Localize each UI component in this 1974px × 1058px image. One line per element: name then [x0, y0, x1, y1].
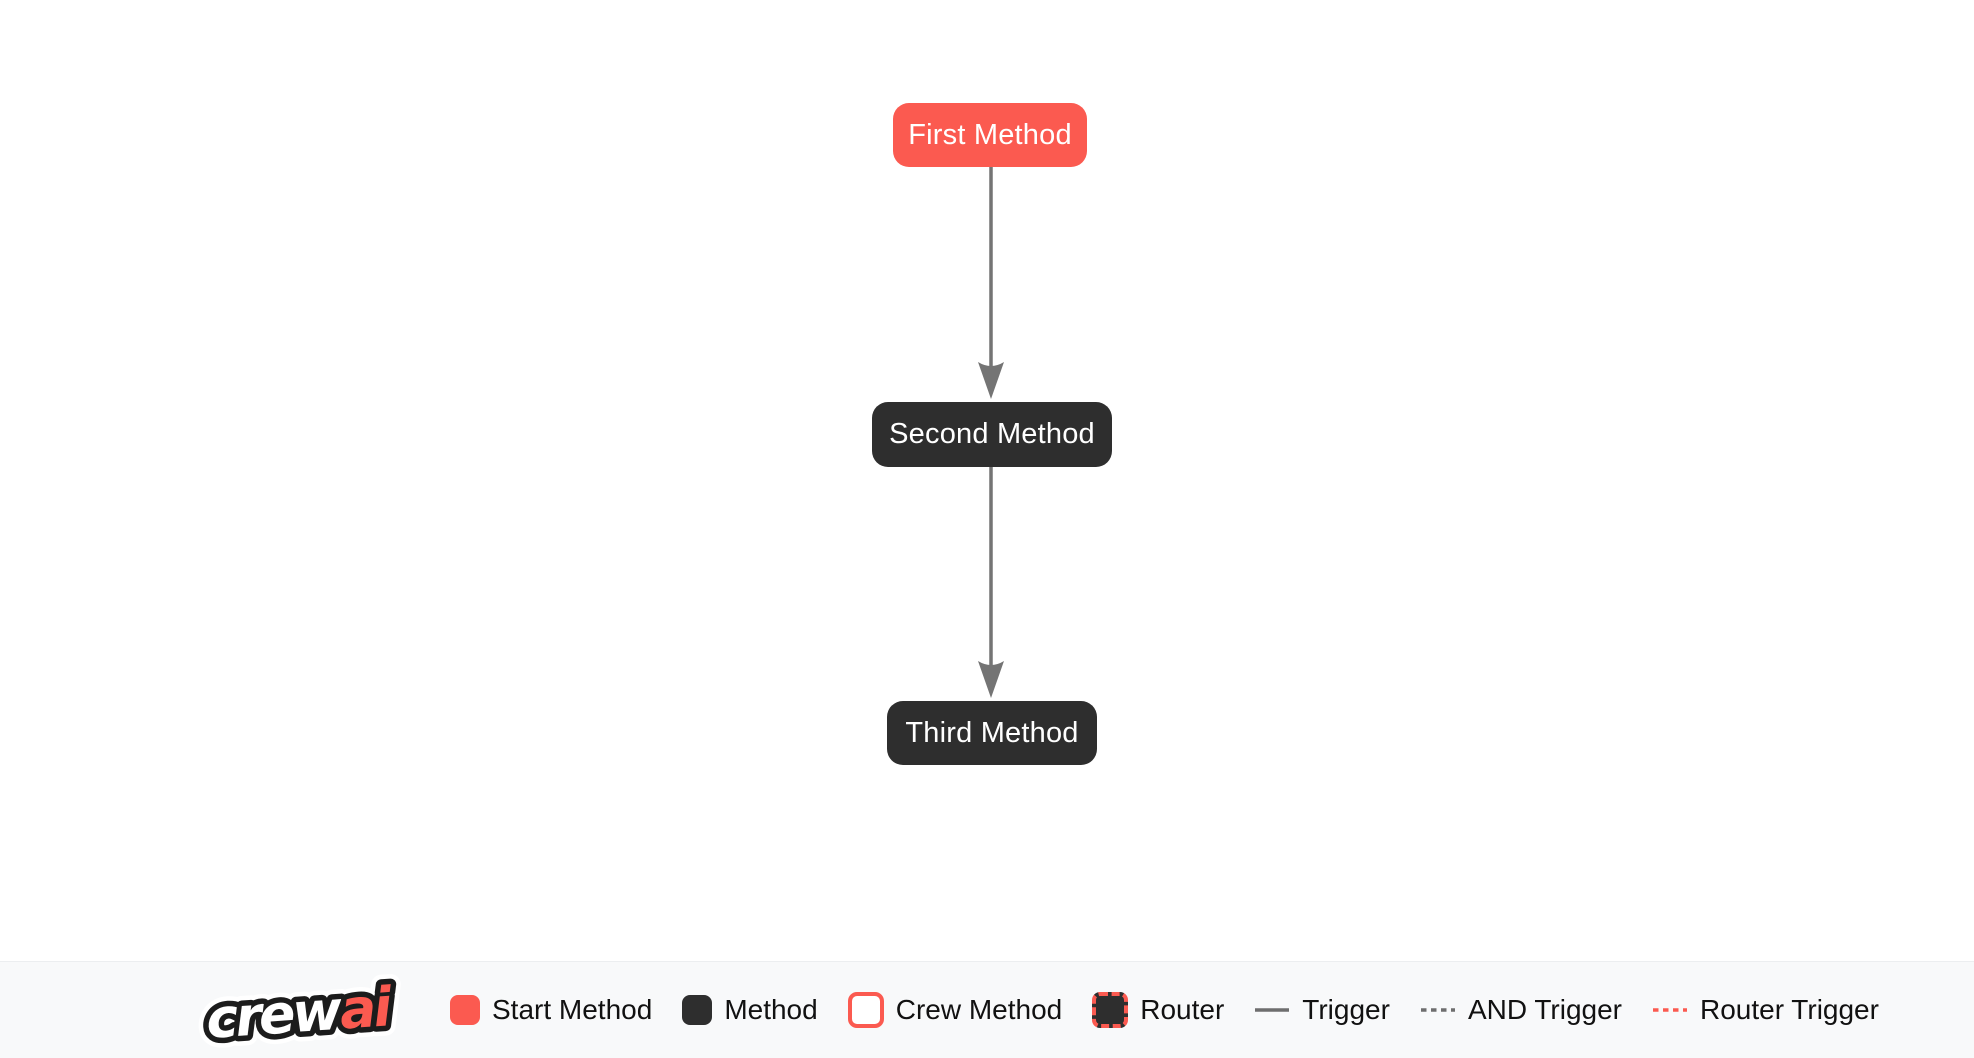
arrowhead-icon [978, 661, 1004, 698]
legend-item-trigger: Trigger [1254, 994, 1390, 1026]
legend-item-and-trigger: AND Trigger [1420, 994, 1622, 1026]
flow-node-third-method[interactable]: Third Method [887, 701, 1097, 765]
legend-label: Router [1140, 994, 1225, 1025]
legend-label: Trigger [1302, 994, 1390, 1025]
router-trigger-line-icon [1652, 1008, 1687, 1012]
crewai-logo: crew ai crew ai [198, 967, 405, 1053]
legend-item-crew-method: Crew Method [847, 992, 1063, 1028]
logo-word-ai: ai [338, 975, 396, 1042]
legend-item-router-trigger: Router Trigger [1652, 994, 1879, 1026]
router-swatch-icon [1092, 992, 1129, 1028]
flow-node-second-method[interactable]: Second Method [872, 402, 1112, 467]
flow-canvas[interactable]: First Method Second Method Third Method [0, 0, 1974, 961]
legend-bar: crew ai crew ai Start Method Method Crew… [0, 961, 1974, 1058]
legend-item-start-method: Start Method [450, 994, 652, 1026]
and-trigger-line-icon [1420, 1008, 1455, 1012]
node-label: First Method [908, 118, 1072, 151]
node-label: Third Method [905, 716, 1079, 749]
logo-word-crew: crew [204, 979, 345, 1051]
legend-label: Start Method [492, 994, 653, 1025]
legend-label: Router Trigger [1699, 994, 1879, 1025]
method-swatch-icon [682, 995, 713, 1025]
edge-second-to-third [978, 467, 1004, 698]
trigger-line-icon [1255, 1008, 1290, 1012]
legend-label: AND Trigger [1467, 994, 1622, 1025]
edge-first-to-second [978, 167, 1004, 399]
legend-item-router: Router [1092, 992, 1224, 1028]
start-method-swatch-icon [450, 995, 480, 1025]
flow-node-first-method[interactable]: First Method [893, 103, 1087, 167]
arrowhead-icon [978, 362, 1004, 399]
legend-label: Crew Method [895, 994, 1063, 1025]
legend-item-method: Method [682, 994, 818, 1026]
node-label: Second Method [889, 418, 1095, 450]
crew-method-swatch-icon [847, 992, 884, 1028]
edges-layer [978, 167, 1004, 698]
legend-label: Method [724, 994, 818, 1025]
